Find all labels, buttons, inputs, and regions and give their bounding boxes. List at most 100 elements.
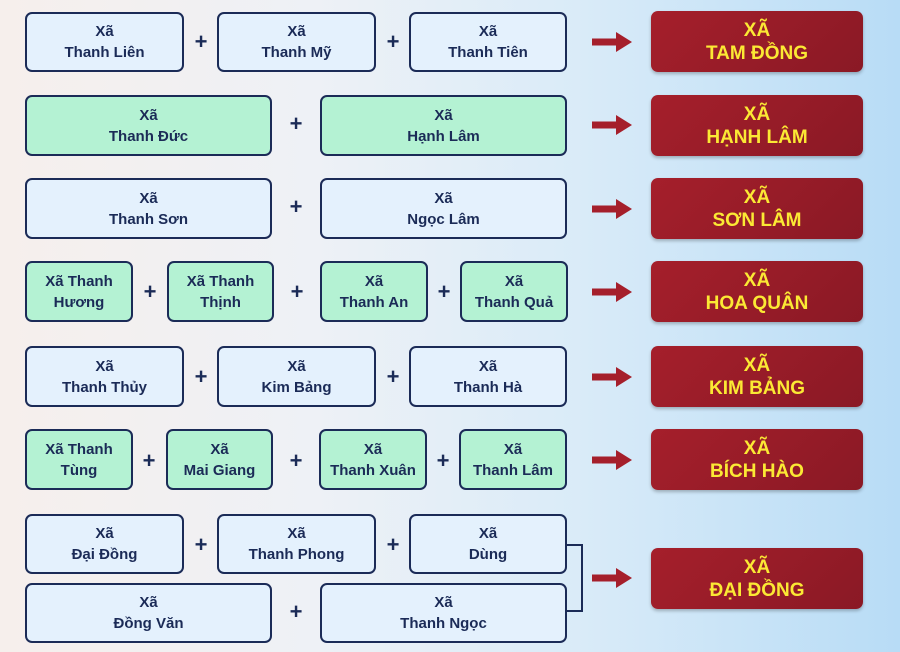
source-name: Dùng xyxy=(468,546,508,563)
source-box: Xã Thanh Phong xyxy=(217,514,376,574)
result-prefix: XÃ xyxy=(743,186,771,208)
source-prefix: Xã xyxy=(95,525,114,542)
source-name: Thanh Quả xyxy=(474,293,554,311)
plus-sign: + xyxy=(194,29,208,54)
source-prefix: Xã xyxy=(478,23,498,40)
arrow-right-icon xyxy=(592,450,632,470)
source-prefix: Xã xyxy=(478,525,498,542)
result-box: XÃ BÍCH HÀO xyxy=(651,429,863,490)
source-prefix: Xã xyxy=(504,272,524,290)
source-name: Đồng Văn xyxy=(113,615,184,632)
result-name: SƠN LÂM xyxy=(712,209,802,231)
result-name: KIM BẢNG xyxy=(708,377,806,399)
plus-sign: + xyxy=(386,364,400,389)
source-box: Xã Ngọc Lâm xyxy=(320,178,567,239)
source-prefix: Xã xyxy=(95,23,114,40)
plus-sign: + xyxy=(289,194,303,219)
arrow-right-icon xyxy=(592,568,632,588)
source-box: Xã Thanh Xuân xyxy=(319,429,427,490)
arrow-right-icon xyxy=(592,115,632,135)
plus-sign: + xyxy=(290,279,304,304)
source-box: Xã Thanh An xyxy=(320,261,428,322)
result-box: XÃ TAM ĐỒNG xyxy=(651,11,863,72)
source-name: Tùng xyxy=(60,461,98,479)
source-box: Xã Thanh Đức xyxy=(25,95,272,156)
source-name: Thịnh xyxy=(200,293,241,311)
source-box: Xã Đồng Văn xyxy=(25,583,272,643)
arrow-right-icon xyxy=(592,32,632,52)
arrow-right-icon xyxy=(592,367,632,387)
source-box: Xã Thanh Tùng xyxy=(25,429,133,490)
result-name: BÍCH HÀO xyxy=(710,460,804,482)
merge-bracket xyxy=(567,544,583,612)
source-name: Thanh Ngọc xyxy=(400,615,487,632)
result-name: HẠNH LÂM xyxy=(706,126,808,148)
source-box: Xã Thanh Tiên xyxy=(409,12,567,72)
source-name: Đại Đồng xyxy=(71,546,138,563)
plus-sign: + xyxy=(194,364,208,389)
result-box: XÃ SƠN LÂM xyxy=(651,178,863,239)
plus-sign: + xyxy=(289,448,303,473)
source-prefix: Xã xyxy=(478,357,498,375)
result-prefix: XÃ xyxy=(743,556,771,578)
source-name: Thanh Sơn xyxy=(109,210,188,228)
source-name: Thanh Xuân xyxy=(330,461,416,479)
source-prefix: Xã xyxy=(95,357,114,375)
source-box: Xã Thanh Sơn xyxy=(25,178,272,239)
source-box: Xã Thanh Lâm xyxy=(459,429,567,490)
source-box: Xã Thanh Thủy xyxy=(25,346,184,407)
result-name: HOA QUÂN xyxy=(705,292,809,314)
source-name: Thanh Lâm xyxy=(472,461,553,479)
source-name: Thanh Phong xyxy=(248,546,345,563)
source-box: Xã Thanh Hà xyxy=(409,346,567,407)
source-box: Xã Thanh Quả xyxy=(460,261,568,322)
plus-sign: + xyxy=(143,279,157,304)
source-prefix: Xã xyxy=(287,525,306,542)
source-name: Thanh Đức xyxy=(108,127,189,145)
source-prefix: Xã xyxy=(210,440,229,458)
source-name: Thanh Mỹ xyxy=(261,44,332,61)
result-prefix: XÃ xyxy=(743,269,771,291)
source-box: Xã Kim Bảng xyxy=(217,346,376,407)
source-box: Xã Thanh Thịnh xyxy=(167,261,274,322)
result-name: TAM ĐỒNG xyxy=(705,42,809,64)
source-name: Mai Giang xyxy=(183,461,256,479)
source-prefix: Xã xyxy=(139,594,158,611)
source-name: Kim Bảng xyxy=(261,378,332,396)
source-prefix: Xã Thanh xyxy=(186,272,255,290)
plus-sign: + xyxy=(386,532,400,557)
source-name: Thanh Tiên xyxy=(448,44,528,61)
plus-sign: + xyxy=(289,111,303,136)
source-prefix: Xã Thanh xyxy=(45,272,113,290)
source-name: Ngọc Lâm xyxy=(407,210,480,228)
plus-sign: + xyxy=(289,599,303,624)
plus-sign: + xyxy=(194,532,208,557)
plus-sign: + xyxy=(437,279,451,304)
source-box: Xã Thanh Mỹ xyxy=(217,12,376,72)
source-box: Xã Mai Giang xyxy=(166,429,273,490)
source-box: Xã Thanh Hương xyxy=(25,261,133,322)
arrow-right-icon xyxy=(592,199,632,219)
source-name: Thanh Liên xyxy=(64,44,145,61)
result-box: XÃ KIM BẢNG xyxy=(651,346,863,407)
plus-sign: + xyxy=(436,448,450,473)
source-box: Xã Thanh Liên xyxy=(25,12,184,72)
result-prefix: XÃ xyxy=(743,103,771,125)
source-box: Xã Dùng xyxy=(409,514,567,574)
source-name: Hạnh Lâm xyxy=(407,127,480,145)
result-name: ĐẠI ĐỒNG xyxy=(709,579,805,601)
source-prefix: Xã xyxy=(434,189,453,207)
result-box: XÃ HOA QUÂN xyxy=(651,261,863,322)
source-prefix: Xã xyxy=(139,189,158,207)
source-box: Xã Thanh Ngọc xyxy=(320,583,567,643)
result-box: XÃ ĐẠI ĐỒNG xyxy=(651,548,863,609)
source-prefix: Xã xyxy=(364,272,384,290)
source-prefix: Xã xyxy=(434,594,453,611)
source-prefix: Xã xyxy=(287,357,306,375)
arrow-right-icon xyxy=(592,282,632,302)
source-name: Thanh Thủy xyxy=(62,378,147,396)
source-name: Thanh An xyxy=(339,293,409,311)
source-prefix: Xã xyxy=(503,440,523,458)
plus-sign: + xyxy=(386,29,400,54)
source-prefix: Xã xyxy=(363,440,383,458)
